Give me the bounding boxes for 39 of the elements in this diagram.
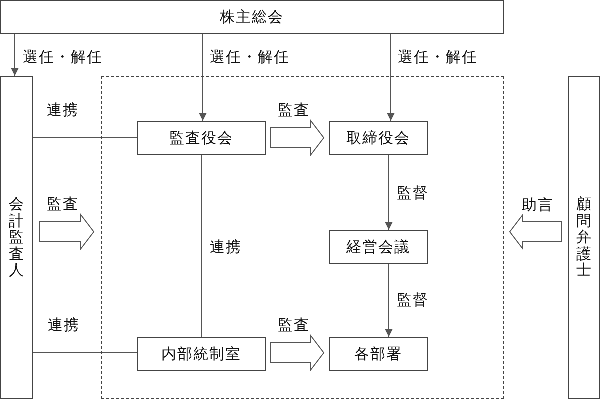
- entity-box: [329, 230, 428, 264]
- edge-label: 助言: [522, 197, 554, 213]
- entity-box: [137, 121, 266, 155]
- edge-label: 監督: [397, 292, 429, 308]
- box-label: 会計監査人: [9, 196, 24, 279]
- block-arrow: [270, 120, 325, 156]
- arrow: [199, 34, 207, 122]
- box-label: 顧問弁護士: [576, 196, 592, 279]
- arrow: [387, 34, 395, 122]
- block-arrow: [509, 214, 562, 250]
- box-label: 株主総会: [220, 8, 284, 26]
- edge-label: 監査: [47, 196, 79, 212]
- connector-line: [32, 352, 138, 354]
- box-label: 取締役会: [346, 129, 410, 147]
- edge-label: 選任・解任: [398, 49, 478, 65]
- edge-label: 監査: [278, 317, 310, 333]
- entity-box: [329, 337, 428, 371]
- block-arrow: [40, 214, 95, 250]
- entity-box: [568, 76, 600, 399]
- arrow: [385, 154, 393, 230]
- edge-label: 監督: [397, 185, 429, 201]
- edge-label: 監査: [278, 102, 310, 118]
- edge-label: 連携: [210, 239, 242, 255]
- entity-box: [329, 121, 428, 155]
- edge-label: 選任・解任: [23, 49, 103, 65]
- dashed-group-frame: [101, 76, 504, 399]
- box-label: 内部統制室: [162, 345, 242, 363]
- box-label: 各部署: [354, 345, 402, 363]
- edge-label: 選任・解任: [210, 49, 290, 65]
- block-arrow: [270, 334, 325, 372]
- entity-box: [0, 0, 504, 34]
- edge-label: 連携: [47, 102, 79, 118]
- box-label: 監査役会: [170, 129, 234, 147]
- box-label: 経営会議: [346, 238, 410, 256]
- edge-label: 連携: [48, 317, 80, 333]
- entity-box: [137, 337, 266, 371]
- arrow: [385, 264, 393, 338]
- arrow: [11, 34, 19, 76]
- entity-box: [0, 76, 33, 399]
